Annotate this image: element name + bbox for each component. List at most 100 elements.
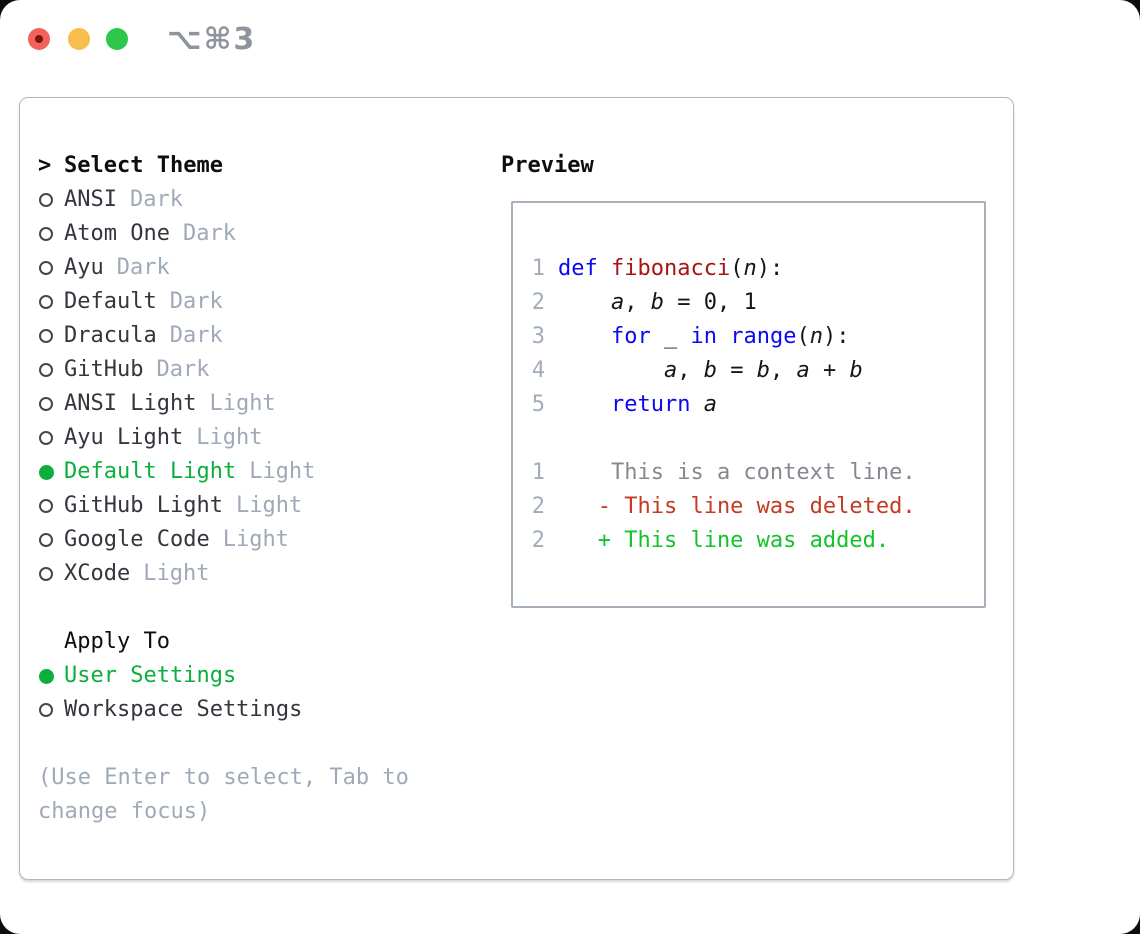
preview-code-line: 4 a, b = b, a + b xyxy=(531,354,984,388)
radio-icon xyxy=(38,703,64,717)
apply-option-label: Workspace Settings xyxy=(64,697,303,722)
spacer xyxy=(38,727,493,761)
theme-option-ayu[interactable]: Ayu Dark xyxy=(38,251,493,285)
theme-option-google-code[interactable]: Google Code Light xyxy=(38,523,493,557)
line-number: 3 xyxy=(531,324,545,349)
theme-name: ANSI xyxy=(64,187,117,212)
preview-code-line: 5 return a xyxy=(531,388,984,422)
theme-option-atom-one[interactable]: Atom One Dark xyxy=(38,217,493,251)
line-number: 1 xyxy=(531,256,545,281)
theme-name: Ayu xyxy=(64,255,104,280)
theme-variant-badge: Light xyxy=(222,527,289,552)
preview-code-line: 3 for _ in range(n): xyxy=(531,320,984,354)
code-text: def fibonacci(n): xyxy=(558,256,784,281)
theme-option-ansi[interactable]: ANSI Dark xyxy=(38,183,493,217)
theme-option-github-light[interactable]: GitHub Light Light xyxy=(38,489,493,523)
line-number: 2 xyxy=(531,528,545,553)
theme-option-default[interactable]: Default Dark xyxy=(38,285,493,319)
theme-variant-badge: Dark xyxy=(156,357,210,382)
preview-code-line: 2 - This line was deleted. xyxy=(531,490,984,524)
code-text: a, b = 0, 1 xyxy=(610,290,757,315)
preview-code-line xyxy=(531,422,984,456)
close-button[interactable] xyxy=(28,28,50,50)
apply-option-workspace-settings[interactable]: Workspace Settings xyxy=(38,693,493,727)
radio-icon xyxy=(38,668,64,684)
theme-name: GitHub xyxy=(64,357,144,382)
theme-name: Default xyxy=(64,289,157,314)
theme-name: XCode xyxy=(64,561,131,586)
theme-name: ANSI Light xyxy=(64,391,197,416)
line-number xyxy=(531,422,545,456)
apply-option-label: User Settings xyxy=(64,663,237,688)
theme-variant-badge: Light xyxy=(209,391,276,416)
focus-caret-icon: > xyxy=(38,153,52,178)
code-text: + This line was added. xyxy=(558,528,890,553)
keyboard-hint: (Use Enter to select, Tab to change focu… xyxy=(38,765,409,824)
theme-option-github[interactable]: GitHub Dark xyxy=(38,353,493,387)
radio-icon xyxy=(38,363,64,377)
preview-code-line: 2 + This line was added. xyxy=(531,524,984,558)
theme-variant-badge: Light xyxy=(249,459,316,484)
theme-variant-badge: Light xyxy=(143,561,210,586)
theme-variant-badge: Dark xyxy=(116,255,170,280)
line-number: 2 xyxy=(531,290,545,315)
radio-icon xyxy=(38,533,64,547)
theme-variant-badge: Dark xyxy=(169,289,223,314)
unsaved-indicator-dot xyxy=(35,35,43,43)
radio-icon xyxy=(38,227,64,241)
theme-name: Ayu Light xyxy=(64,425,184,450)
theme-option-xcode[interactable]: XCode Light xyxy=(38,557,493,591)
preview-code-line: 2 a, b = 0, 1 xyxy=(531,286,984,320)
apply-to-header: Apply To xyxy=(64,629,170,654)
radio-icon xyxy=(38,499,64,513)
theme-option-ayu-light[interactable]: Ayu Light Light xyxy=(38,421,493,455)
apply-option-user-settings[interactable]: User Settings xyxy=(38,659,493,693)
preview-header: Preview xyxy=(501,153,594,178)
code-text: a, b = b, a + b xyxy=(663,358,863,383)
line-number: 1 xyxy=(531,460,545,485)
code-text: return a xyxy=(610,392,717,417)
apply-to-header-row: Apply To xyxy=(38,625,493,659)
theme-name: Google Code xyxy=(64,527,210,552)
theme-name: GitHub Light xyxy=(64,493,223,518)
radio-icon xyxy=(38,567,64,581)
radio-icon xyxy=(38,193,64,207)
theme-name: Dracula xyxy=(64,323,157,348)
line-number: 2 xyxy=(531,494,545,519)
theme-option-dracula[interactable]: Dracula Dark xyxy=(38,319,493,353)
theme-variant-badge: Dark xyxy=(169,323,223,348)
radio-icon xyxy=(38,431,64,445)
window-title: ⌥⌘3 xyxy=(167,22,257,57)
code-text: This is a context line. xyxy=(558,460,916,485)
theme-variant-badge: Dark xyxy=(129,187,183,212)
preview-code-line: 1 def fibonacci(n): xyxy=(531,252,984,286)
window-titlebar: ⌥⌘3 xyxy=(0,0,1140,78)
zoom-button[interactable] xyxy=(106,28,128,50)
theme-option-ansi-light[interactable]: ANSI Light Light xyxy=(38,387,493,421)
minimize-button[interactable] xyxy=(68,28,90,50)
line-number: 4 xyxy=(531,358,545,383)
radio-icon xyxy=(38,329,64,343)
radio-icon xyxy=(38,464,64,480)
radio-icon xyxy=(38,295,64,309)
theme-variant-badge: Dark xyxy=(182,221,236,246)
code-text: - This line was deleted. xyxy=(558,494,916,519)
theme-variant-badge: Light xyxy=(196,425,263,450)
select-theme-header: Select Theme xyxy=(64,153,223,178)
theme-variant-badge: Light xyxy=(235,493,303,518)
line-number: 5 xyxy=(531,392,545,417)
theme-name: Atom One xyxy=(64,221,170,246)
theme-name: Default Light xyxy=(64,459,237,484)
preview-code-line: 1 This is a context line. xyxy=(531,456,984,490)
spacer xyxy=(38,591,493,625)
radio-icon xyxy=(38,397,64,411)
radio-icon xyxy=(38,261,64,275)
theme-option-default-light[interactable]: Default Light Light xyxy=(38,455,493,489)
code-text: for _ in range(n): xyxy=(610,324,850,349)
